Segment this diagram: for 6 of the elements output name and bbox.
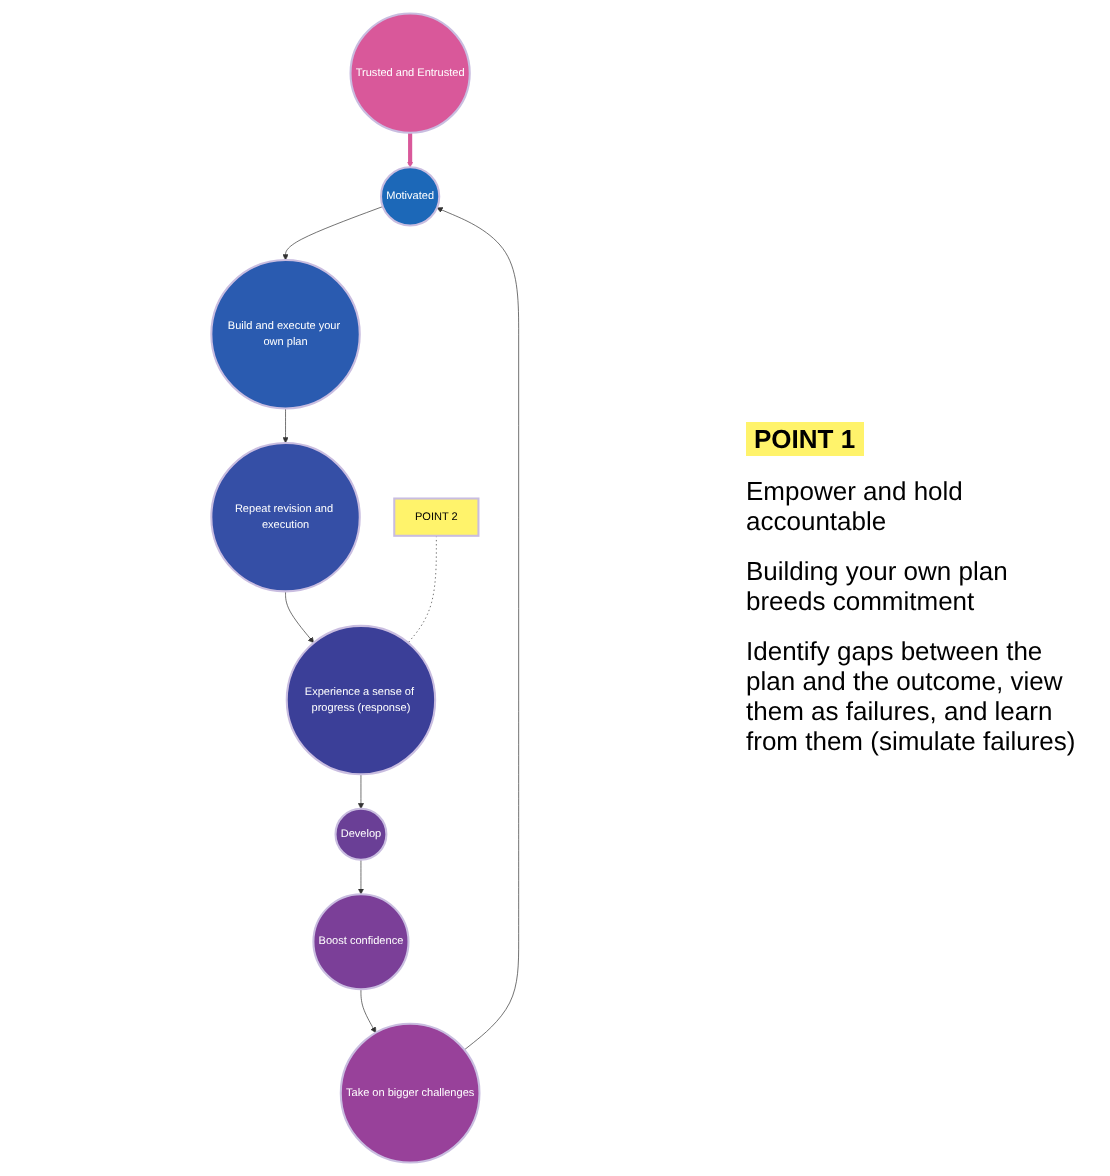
arrow [407,132,414,168]
note-text: Identify gaps between the plan and the outcome, view them as failures, and learn from them (simulate failures) [746,635,1078,755]
note-text: Building your own plan breeds commitment [746,555,1010,615]
note-text: Empower and hold accountable [746,475,965,535]
point-tag: POINT 1 [746,421,864,455]
connector [407,535,437,644]
